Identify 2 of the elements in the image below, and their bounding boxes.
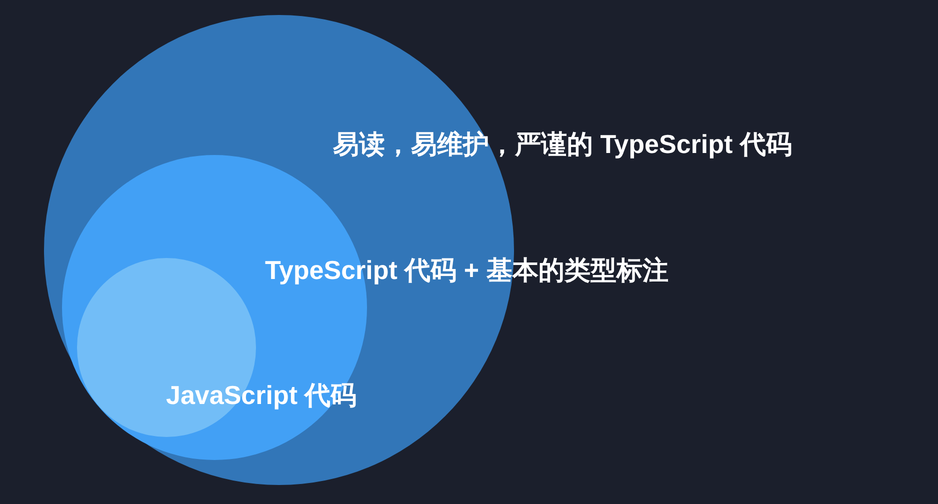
circle-label: JavaScript 代码 — [166, 379, 357, 411]
circle-label: 易读，易维护，严谨的 TypeScript 代码 — [333, 128, 792, 160]
